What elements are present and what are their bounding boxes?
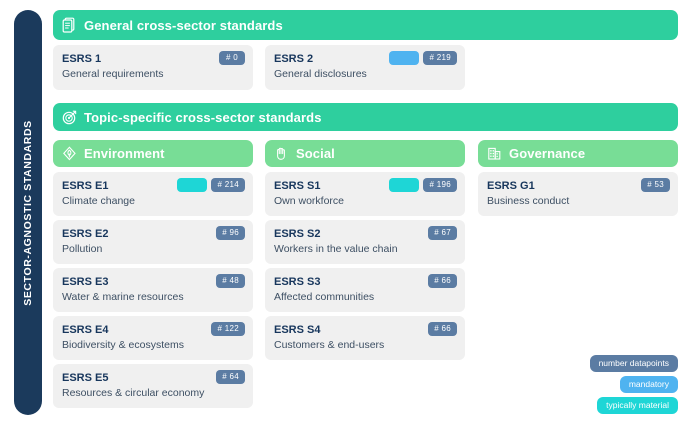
category-title: Environment xyxy=(84,146,165,161)
document-pages-icon xyxy=(62,17,77,33)
standard-description: Business conduct xyxy=(487,195,570,207)
standard-description: Customers & end-users xyxy=(274,339,385,351)
standard-code: ESRS S2 xyxy=(274,228,321,240)
standard-code: ESRS E1 xyxy=(62,180,109,192)
target-bullseye-icon xyxy=(62,110,77,125)
standard-card-esrs-e2[interactable]: ESRS E2 Pollution # 96 xyxy=(53,220,253,264)
standard-description: Resources & circular economy xyxy=(62,387,205,399)
card-badges: # 66 xyxy=(428,322,457,336)
card-badges: # 122 xyxy=(211,322,245,336)
standard-card-esrs-s2[interactable]: ESRS S2 Workers in the value chain # 67 xyxy=(265,220,465,264)
typically-material-chip xyxy=(177,178,208,192)
standard-code: ESRS 1 xyxy=(62,53,102,65)
sidebar-sector-agnostic: SECTOR-AGNOSTIC STANDARDS xyxy=(14,10,42,415)
standard-card-esrs-e4[interactable]: ESRS E4 Biodiversity & ecosystems # 122 xyxy=(53,316,253,360)
datapoints-badge: # 64 xyxy=(216,370,245,384)
typically-material-chip xyxy=(389,178,420,192)
standard-code: ESRS E4 xyxy=(62,324,109,336)
standard-code: ESRS S3 xyxy=(274,276,321,288)
section-title-general: General cross-sector standards xyxy=(84,17,283,33)
datapoints-badge: # 53 xyxy=(641,178,670,192)
category-header-governance: Governance xyxy=(478,140,678,167)
standard-card-esrs-e3[interactable]: ESRS E3 Water & marine resources # 48 xyxy=(53,268,253,312)
section-header-general: General cross-sector standards xyxy=(53,10,678,40)
category-header-environment: Environment xyxy=(53,140,253,167)
standard-code: ESRS E3 xyxy=(62,276,109,288)
standard-description: Water & marine resources xyxy=(62,291,184,303)
datapoints-badge: # 196 xyxy=(423,178,457,192)
standard-code: ESRS E2 xyxy=(62,228,109,240)
card-badges: # 66 xyxy=(428,274,457,288)
datapoints-badge: # 66 xyxy=(428,274,457,288)
card-badges: # 64 xyxy=(216,370,245,384)
tree-leaf-icon xyxy=(62,146,77,161)
standard-description: General requirements xyxy=(62,68,164,80)
card-badges: # 219 xyxy=(389,51,457,65)
legend: number datapoints mandatory typically ma… xyxy=(589,355,678,414)
datapoints-badge: # 0 xyxy=(219,51,245,65)
section-title-topic-specific: Topic-specific cross-sector standards xyxy=(84,109,322,125)
standard-description: Climate change xyxy=(62,195,135,207)
card-badges: # 196 xyxy=(389,178,457,192)
standard-card-esrs-e5[interactable]: ESRS E5 Resources & circular economy # 6… xyxy=(53,364,253,408)
office-building-icon xyxy=(487,146,502,161)
standard-card-esrs-2[interactable]: ESRS 2 General disclosures # 219 xyxy=(265,45,465,90)
card-badges: # 96 xyxy=(216,226,245,240)
standard-description: Affected communities xyxy=(274,291,375,303)
category-header-social: Social xyxy=(265,140,465,167)
datapoints-badge: # 214 xyxy=(211,178,245,192)
standard-code: ESRS S4 xyxy=(274,324,321,336)
raised-hand-icon xyxy=(274,146,289,161)
category-title: Social xyxy=(296,146,335,161)
standard-description: Own workforce xyxy=(274,195,345,207)
card-badges: # 53 xyxy=(641,178,670,192)
card-badges: # 214 xyxy=(177,178,245,192)
datapoints-badge: # 66 xyxy=(428,322,457,336)
standard-card-esrs-s3[interactable]: ESRS S3 Affected communities # 66 xyxy=(265,268,465,312)
datapoints-badge: # 219 xyxy=(423,51,457,65)
standard-card-esrs-g1[interactable]: ESRS G1 Business conduct # 53 xyxy=(478,172,678,216)
datapoints-badge: # 67 xyxy=(428,226,457,240)
standard-code: ESRS G1 xyxy=(487,180,535,192)
standard-card-esrs-s4[interactable]: ESRS S4 Customers & end-users # 66 xyxy=(265,316,465,360)
standard-description: General disclosures xyxy=(274,68,367,80)
card-badges: # 0 xyxy=(219,51,245,65)
standard-code: ESRS S1 xyxy=(274,180,321,192)
legend-item-typically-material: typically material xyxy=(597,397,678,414)
legend-item-number-datapoints: number datapoints xyxy=(589,355,678,372)
section-header-topic-specific: Topic-specific cross-sector standards xyxy=(53,103,678,131)
standard-description: Pollution xyxy=(62,243,103,255)
datapoints-badge: # 96 xyxy=(216,226,245,240)
standard-card-esrs-e1[interactable]: ESRS E1 Climate change # 214 xyxy=(53,172,253,216)
card-badges: # 67 xyxy=(428,226,457,240)
standard-description: Workers in the value chain xyxy=(274,243,398,255)
standard-description: Biodiversity & ecosystems xyxy=(62,339,184,351)
standard-card-esrs-s1[interactable]: ESRS S1 Own workforce # 196 xyxy=(265,172,465,216)
legend-item-mandatory: mandatory xyxy=(619,376,678,393)
sidebar-label: SECTOR-AGNOSTIC STANDARDS xyxy=(22,119,35,306)
mandatory-chip xyxy=(389,51,420,65)
datapoints-badge: # 48 xyxy=(216,274,245,288)
standard-code: ESRS E5 xyxy=(62,372,109,384)
standard-code: ESRS 2 xyxy=(274,53,314,65)
datapoints-badge: # 122 xyxy=(211,322,245,336)
standard-card-esrs-1[interactable]: ESRS 1 General requirements # 0 xyxy=(53,45,253,90)
category-title: Governance xyxy=(509,146,586,161)
card-badges: # 48 xyxy=(216,274,245,288)
